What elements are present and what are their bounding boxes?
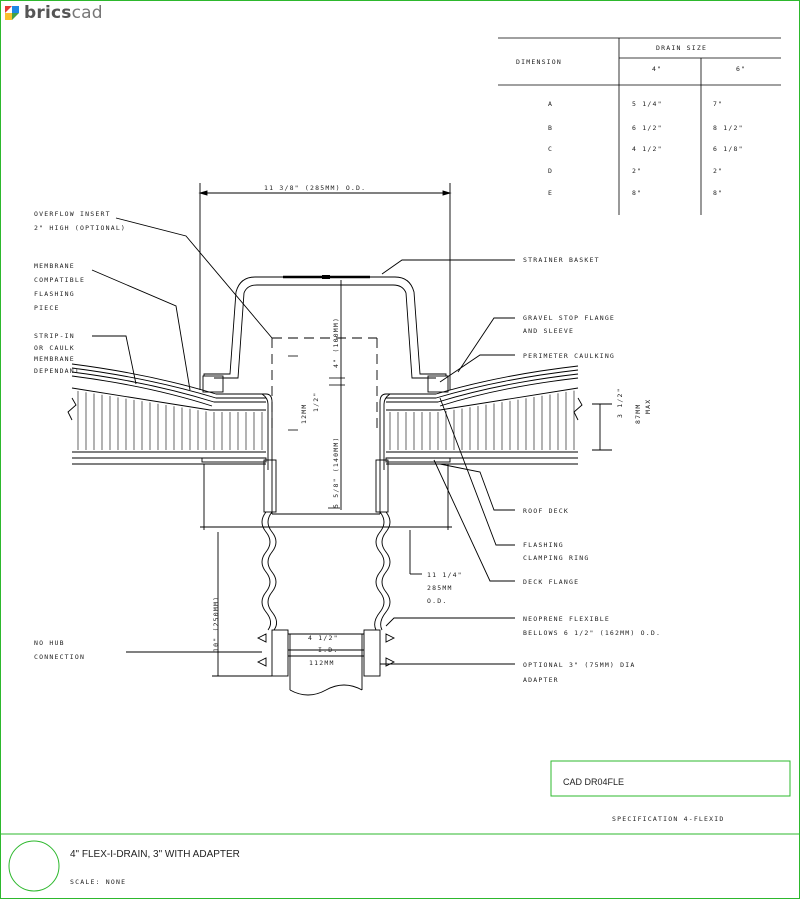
label-roof-deck: ROOF DECK (523, 507, 569, 515)
label-dim-3-half: 3 1/2" (616, 387, 624, 418)
svg-text:8": 8" (632, 189, 642, 197)
svg-text:6 1/8": 6 1/8" (713, 145, 744, 153)
dimension-markers (288, 355, 345, 509)
label-strip-membrane: MEMBRANE (34, 355, 75, 363)
label-dim-112mm: 112MM (309, 659, 335, 667)
table-size-6: 6" (736, 65, 746, 73)
label-and-sleeve: AND SLEEVE (523, 327, 574, 335)
table-col-dimension: DIMENSION (516, 58, 562, 66)
label-dim-285mm: 285MM (427, 584, 453, 592)
table-row: B 6 1/2" 8 1/2" (548, 124, 744, 132)
svg-text:6 1/2": 6 1/2" (632, 124, 663, 132)
table-row: A 5 1/4" 7" (548, 100, 723, 108)
label-connection: CONNECTION (34, 653, 85, 661)
label-overflow-height: 2" HIGH (OPTIONAL) (34, 224, 126, 232)
label-flashing-ring: FLASHING (523, 541, 564, 549)
label-deck-flange: DECK FLANGE (523, 578, 579, 586)
label-neoprene: NEOPRENE FLEXIBLE (523, 615, 610, 623)
label-strip-in: STRIP-IN (34, 332, 75, 340)
brand-light: cad (71, 3, 103, 23)
svg-text:7": 7" (713, 100, 723, 108)
insulation-left (77, 390, 263, 450)
insulation-right (389, 390, 575, 450)
svg-text:A: A (548, 100, 553, 108)
svg-text:2": 2" (713, 167, 723, 175)
label-strainer-basket: STRAINER BASKET (523, 256, 600, 264)
drawing-title: 4" FLEX-I-DRAIN, 3" WITH ADAPTER (70, 849, 240, 860)
label-compatible: COMPATIBLE (34, 276, 85, 284)
label-top-dimension: 11 3/8" (285MM) O.D. (264, 184, 366, 192)
svg-text:E: E (548, 189, 553, 197)
label-dim-4-half: 4 1/2" (308, 634, 339, 642)
table-size-4: 4" (652, 65, 662, 73)
bricscad-logo: bricscad (3, 2, 103, 24)
dimension-table (498, 37, 781, 215)
label-dependant: DEPENDANT (34, 367, 80, 375)
bricscad-logo-icon (5, 6, 19, 20)
drawing-code: CAD DR04FLE (563, 777, 624, 787)
label-bellows: BELLOWS 6 1/2" (162MM) O.D. (523, 629, 661, 637)
table-col-drain-size: DRAIN SIZE (656, 44, 707, 52)
svg-text:4 1/2": 4 1/2" (632, 145, 663, 153)
label-dim-11-quarter: 11 1/4" (427, 571, 463, 579)
drain-body (91, 217, 612, 696)
label-dim-od: O.D. (427, 597, 447, 605)
label-piece: PIECE (34, 304, 60, 312)
label-dim-max: MAX (644, 399, 652, 414)
label-perimeter-caulking: PERIMETER CAULKING (523, 352, 615, 360)
svg-text:5 1/4": 5 1/4" (632, 100, 663, 108)
label-clamping-ring: CLAMPING RING (523, 554, 589, 562)
label-dim-half: 1/2" (312, 392, 320, 412)
svg-text:C: C (548, 145, 553, 153)
label-dim-4in: 4" (100MM) (332, 317, 340, 368)
label-gravel-stop: GRAVEL STOP FLANGE (523, 314, 615, 322)
table-row: E 8" 8" (548, 189, 723, 197)
drain-section (67, 183, 583, 510)
svg-text:8": 8" (713, 189, 723, 197)
table-row: C 4 1/2" 6 1/8" (548, 145, 744, 153)
title-circle (8, 840, 60, 892)
label-adapter: ADAPTER (523, 676, 559, 684)
svg-text:2": 2" (632, 167, 642, 175)
label-or-caulk: OR CAULK (34, 344, 75, 352)
label-dim-12mm: 12MM (300, 404, 308, 424)
label-no-hub: NO HUB (34, 639, 65, 647)
label-dim-5-5-8: 5 5/8" (140MM) (332, 436, 340, 508)
svg-text:D: D (548, 167, 553, 175)
brand-bold: brics (24, 3, 72, 23)
label-dim-id: I.D. (318, 646, 338, 654)
label-dim-87mm: 87MM (634, 404, 642, 424)
svg-text:B: B (548, 124, 553, 132)
scale-label: SCALE: NONE (70, 878, 126, 886)
label-flashing: FLASHING (34, 290, 75, 298)
svg-text:8 1/2": 8 1/2" (713, 124, 744, 132)
label-optional-adapter: OPTIONAL 3" (75MM) DIA (523, 661, 636, 669)
label-dim-10in: 10" (250MM) (212, 596, 220, 652)
label-membrane: MEMBRANE (34, 262, 75, 270)
table-row: D 2" 2" (548, 167, 723, 175)
label-overflow-insert: OVERFLOW INSERT (34, 210, 111, 218)
code-box (550, 760, 791, 797)
specification-label: SPECIFICATION 4-FLEXID (612, 815, 725, 823)
